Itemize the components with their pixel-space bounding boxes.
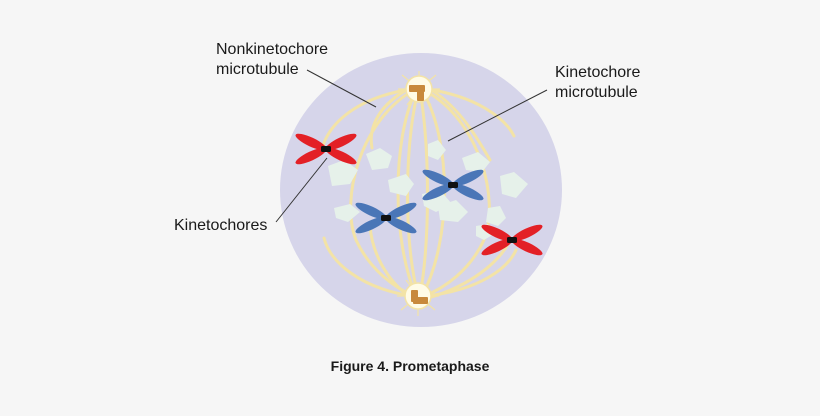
- figure-caption: Figure 4. Prometaphase: [330, 358, 490, 374]
- centriole-pair-top: [409, 85, 425, 101]
- centriole-pair-bottom: [411, 290, 428, 304]
- kinetochore-leader: [447, 89, 548, 142]
- kinetochores-label: Kinetochores: [174, 217, 268, 234]
- red-chromosome-left: [295, 133, 357, 165]
- blue-chromosome-lower: [355, 202, 417, 234]
- kinetochore-mark: [381, 215, 391, 221]
- blue-chromosome-upper: [422, 169, 484, 201]
- kinetochores-leader: [275, 157, 328, 223]
- kinetochore-mark: [448, 182, 458, 188]
- centrosome-bottom: [397, 279, 439, 316]
- kinetochore-mark: [321, 146, 331, 152]
- centrosome-top: [398, 71, 440, 106]
- cell-body: [280, 53, 562, 327]
- nonkinetochore-microtubule-label: Nonkinetochore microtubule: [216, 41, 329, 78]
- nuclear-envelope-fragments: [328, 140, 528, 240]
- kinetochore-mark: [507, 237, 517, 243]
- red-chromosome-right: [481, 224, 543, 256]
- kinetochore-microtubule-label: Kinetochore microtubule: [555, 64, 641, 101]
- nonkinetochore-leader: [306, 69, 377, 108]
- leader-lines: [275, 69, 548, 223]
